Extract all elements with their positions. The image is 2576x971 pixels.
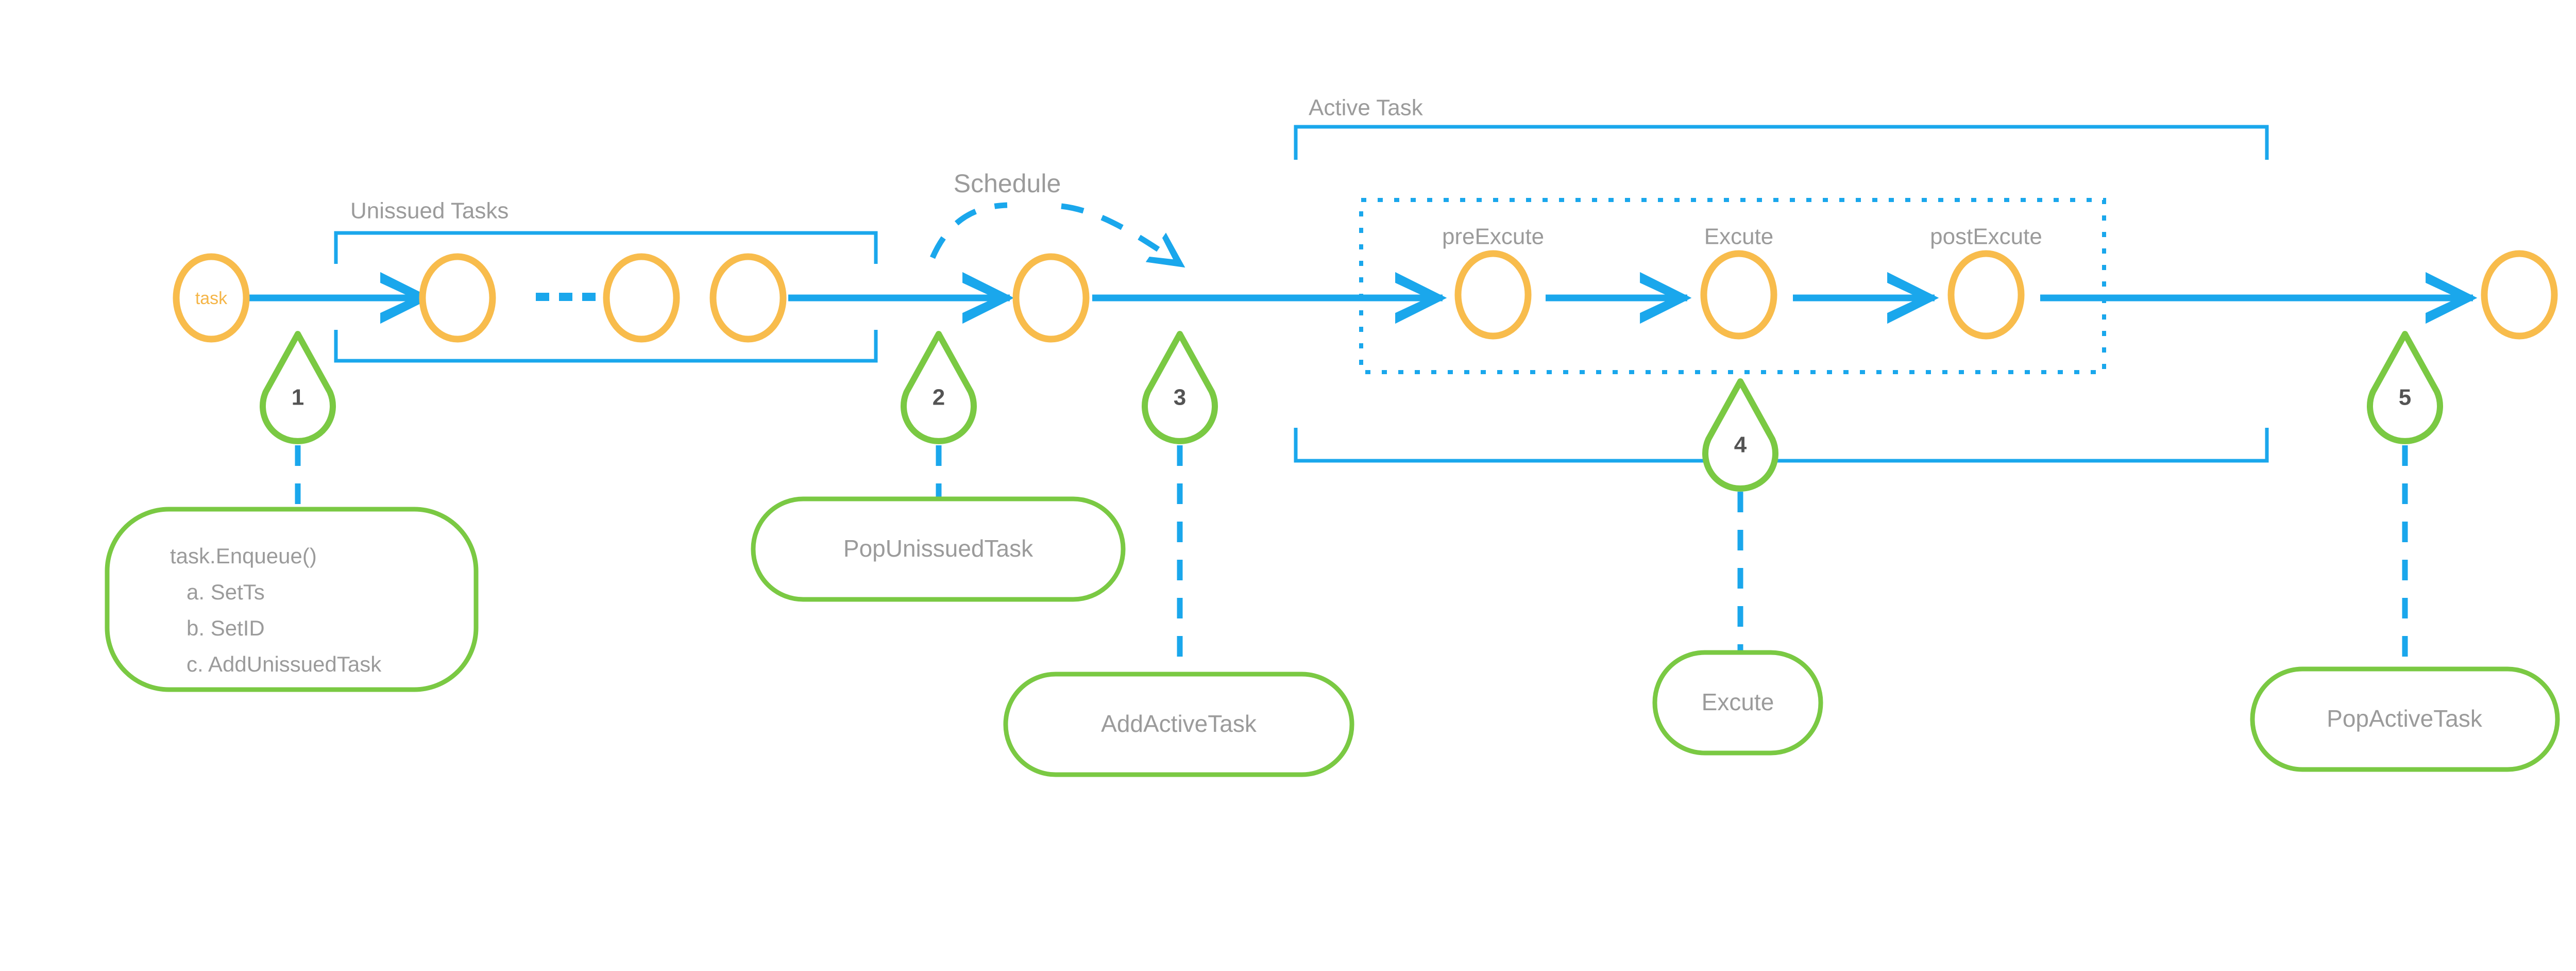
group-label-unissued-tasks: Unissued Tasks xyxy=(350,198,509,224)
callout-2-label: PopUnissuedTask xyxy=(843,535,1033,562)
annotation-5: 5 PopActiveTask xyxy=(2250,331,2560,772)
schedule-arc-left xyxy=(929,202,1008,259)
marker-number-5: 5 xyxy=(2399,385,2411,410)
callout-5-label: PopActiveTask xyxy=(2327,705,2483,732)
callout-box-2[interactable] xyxy=(751,496,1126,602)
marker-number-4: 4 xyxy=(1734,432,1747,458)
annotation-1: 1 task.Enqueue() a. SetTs b. SetID c. Ad… xyxy=(105,331,479,692)
callout-box-3[interactable] xyxy=(1003,672,1354,777)
group-bracket-active-task: Active Task xyxy=(1294,95,2269,463)
execute-phase-dotted-box xyxy=(1359,198,2106,374)
unissued-bracket-bottom xyxy=(334,330,878,363)
marker-number-1: 1 xyxy=(292,385,304,410)
active-task-bracket-top xyxy=(1294,125,2269,160)
group-bracket-unissued-tasks: Unissued Tasks xyxy=(334,198,878,363)
marker-number-3: 3 xyxy=(1174,385,1186,410)
flow-nodes: task xyxy=(173,250,2558,343)
stage-label-excute: Excute xyxy=(1704,224,1774,249)
callout-box-1[interactable] xyxy=(105,507,479,692)
annotation-4: 4 Excute xyxy=(1652,378,1823,756)
marker-pin-3[interactable] xyxy=(1142,331,1218,444)
node-unissued-3[interactable] xyxy=(709,253,787,343)
callout-1-line-1: task.Enqueue() xyxy=(170,544,317,568)
node-scheduled[interactable] xyxy=(1012,253,1090,343)
callout-3-label: AddActiveTask xyxy=(1101,710,1257,737)
node-task-label: task xyxy=(195,289,228,308)
stage-label-post-excute: postExcute xyxy=(1930,224,2042,249)
annotation-3: 3 AddActiveTask xyxy=(1003,331,1354,777)
annotation-2: 2 PopUnissuedTask xyxy=(751,331,1126,602)
node-task[interactable] xyxy=(173,253,250,343)
node-unissued-1[interactable] xyxy=(419,253,496,343)
callout-box-4[interactable] xyxy=(1652,650,1823,756)
schedule-label: Schedule xyxy=(954,169,1061,198)
ellipsis-dot-3 xyxy=(582,293,596,301)
stage-labels: preExcute Excute postExcute xyxy=(1442,224,2042,249)
node-post-excute[interactable] xyxy=(1947,250,2025,340)
stage-label-pre-excute: preExcute xyxy=(1442,224,1544,249)
marker-pin-4[interactable] xyxy=(1702,378,1778,492)
node-done[interactable] xyxy=(2481,250,2558,340)
unissued-bracket-top xyxy=(334,231,878,264)
callout-1-line-4: c. AddUnissuedTask xyxy=(187,652,382,676)
schedule-arc-right xyxy=(1061,203,1185,268)
schedule-annotation: Schedule xyxy=(929,169,1185,268)
node-pre-excute[interactable] xyxy=(1454,250,1532,340)
marker-pin-1[interactable] xyxy=(260,331,336,444)
marker-pin-5[interactable] xyxy=(2367,331,2443,444)
callout-4-label: Excute xyxy=(1702,689,1774,715)
active-task-bracket-bottom xyxy=(1294,428,2269,463)
callout-1-line-3: b. SetID xyxy=(187,616,265,640)
group-label-active-task: Active Task xyxy=(1309,95,1423,121)
node-unissued-2[interactable] xyxy=(603,253,680,343)
unissued-ellipsis xyxy=(536,293,596,301)
marker-number-2: 2 xyxy=(933,385,945,410)
ellipsis-dot-1 xyxy=(536,293,549,301)
marker-pin-2[interactable] xyxy=(901,331,977,444)
callout-box-5[interactable] xyxy=(2250,666,2560,772)
node-excute[interactable] xyxy=(1700,250,1777,340)
ellipsis-dot-2 xyxy=(559,293,572,301)
callout-1-line-2: a. SetTs xyxy=(187,580,265,604)
